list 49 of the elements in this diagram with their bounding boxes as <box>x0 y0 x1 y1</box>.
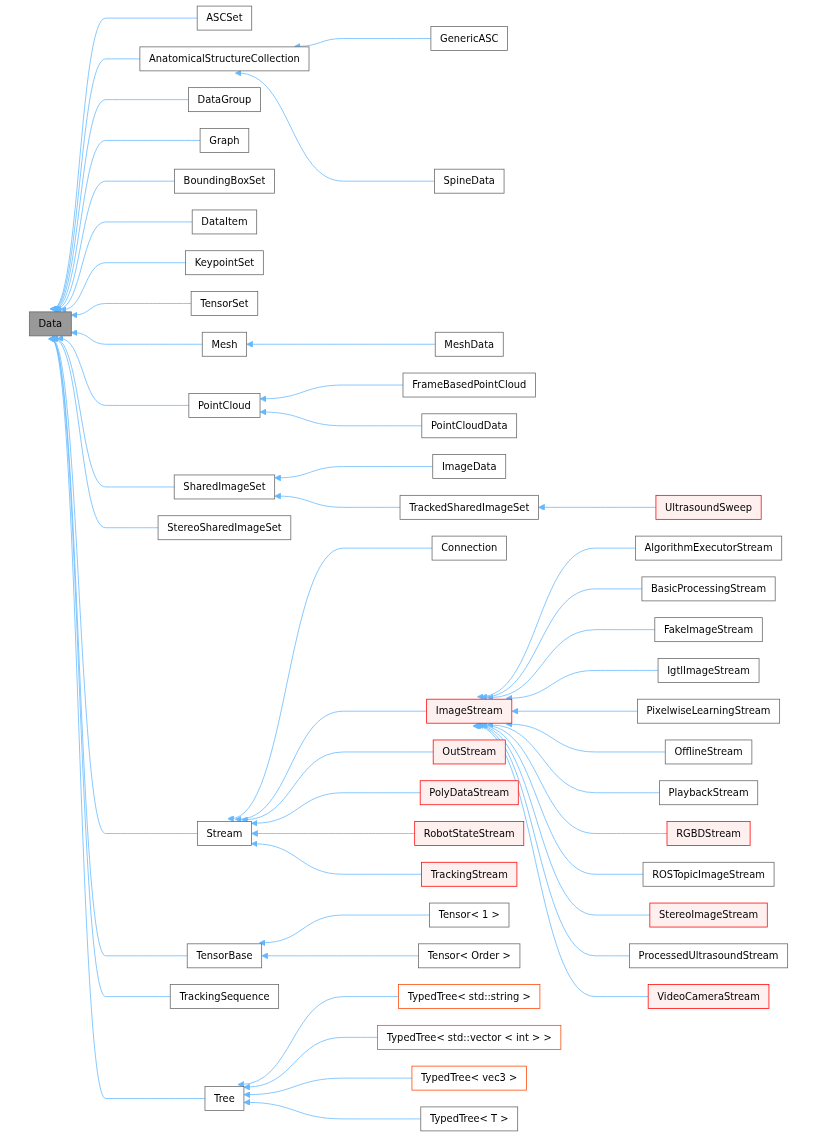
node-box: BoundingBoxSet <box>174 168 275 194</box>
node-box: TensorSet <box>190 291 259 316</box>
node-box: PolyDataStream <box>419 780 519 806</box>
node-box: SharedImageSet <box>173 474 276 500</box>
node-box: FrameBasedPointCloud <box>402 372 536 398</box>
node-box: ASCSet <box>196 5 253 31</box>
node-box: TypedTree< std::string > <box>398 984 541 1009</box>
node-box: Tensor< Order > <box>418 943 521 969</box>
node-box: GenericASC <box>430 26 508 51</box>
node-box: TrackingSequence <box>169 984 280 1009</box>
node-box: PixelwiseLearningStream <box>637 698 780 724</box>
node-box: TypedTree< vec3 > <box>411 1065 527 1091</box>
node-box: ProcessedUltrasoundStream <box>629 943 789 969</box>
node-box: Tree <box>204 1086 245 1111</box>
node-box: IgtlImageStream <box>657 658 760 683</box>
node-box: BasicProcessingStream <box>641 576 776 602</box>
node-box: PointCloud <box>188 393 261 418</box>
node-box: StereoSharedImageSet <box>157 515 292 541</box>
node-box: Stream <box>197 821 252 846</box>
node-box: TrackingStream <box>421 861 518 887</box>
node-box: ImageData <box>432 454 507 479</box>
node-box: Graph <box>199 128 250 153</box>
node-box: PlaybackStream <box>659 780 759 806</box>
node-box: Connection <box>431 535 507 561</box>
node-box: Mesh <box>201 331 247 357</box>
node-box: TypedTree< T > <box>420 1106 519 1132</box>
node-box: Tensor< 1 > <box>429 902 510 928</box>
node-box: TrackedSharedImageSet <box>399 494 539 520</box>
node-box: DataItem <box>191 209 258 235</box>
node-box: MeshData <box>434 331 504 357</box>
node-box: TypedTree< std::vector < int > > <box>377 1024 562 1050</box>
node-box: KeypointSet <box>185 250 264 276</box>
node-box: AnatomicalStructureCollection <box>139 46 310 72</box>
node-box: RobotStateStream <box>414 821 525 846</box>
node-box: ROSTopicImageStream <box>642 861 775 887</box>
node-box: RGBDStream <box>666 821 751 846</box>
node-box: ImageStream <box>426 698 513 724</box>
node-box: OfflineStream <box>664 739 753 765</box>
node-box: OutStream <box>432 739 506 765</box>
node-box: SpineData <box>434 168 505 194</box>
node-box: PointCloudData <box>421 413 518 439</box>
node-box: FakeImageStream <box>654 617 763 643</box>
node-box: TensorBase <box>186 943 263 969</box>
node-box: Data <box>28 311 72 337</box>
node-box: StereoImageStream <box>649 902 768 928</box>
node-box: AlgorithmExecutorStream <box>635 535 783 561</box>
node-box: UltrasoundSweep <box>655 494 762 520</box>
node-box: VideoCameraStream <box>647 984 770 1009</box>
node-box: DataGroup <box>188 87 261 112</box>
